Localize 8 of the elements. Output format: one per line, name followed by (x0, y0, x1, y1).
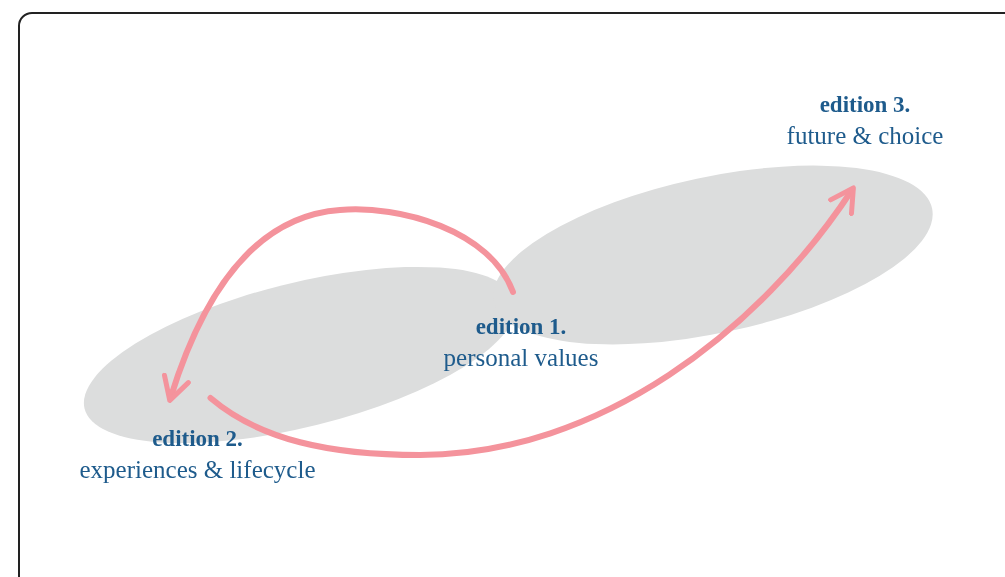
node-label: future & choice (786, 121, 944, 151)
node-label: personal values (443, 343, 599, 373)
node-label: experiences & lifecycle (79, 455, 316, 485)
node-heading: edition 1. (475, 313, 567, 341)
curved-arrow (207, 185, 856, 458)
node-heading: edition 3. (819, 91, 911, 119)
curved-arrow (162, 206, 516, 403)
node-heading: edition 2. (152, 425, 243, 453)
